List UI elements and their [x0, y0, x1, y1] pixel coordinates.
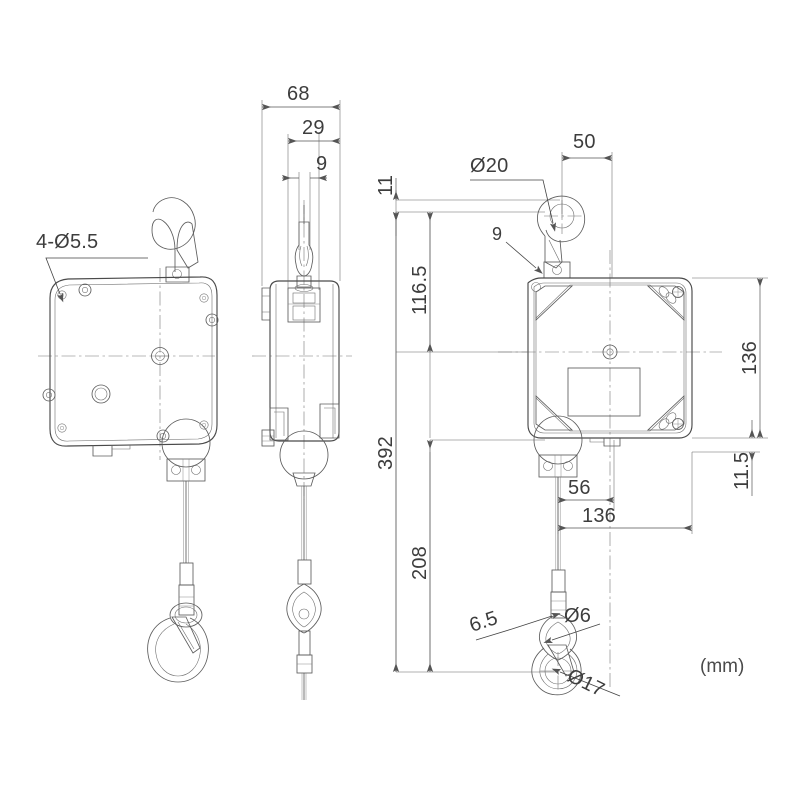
rear-view-rope-assembly — [531, 415, 583, 696]
dimension-hook-9: 9 — [492, 224, 543, 274]
dimension-width-50-label: 50 — [573, 131, 596, 153]
dimension-height-116p5: 116.5 — [409, 212, 434, 352]
dimension-height-136-label: 136 — [739, 341, 761, 375]
dimension-hook-dia-17-label: Ø17 — [564, 665, 608, 702]
dimension-height-208: 208 — [409, 440, 434, 672]
side-view-rope-assembly — [279, 430, 329, 700]
dimension-width-68: 68 — [262, 83, 340, 111]
dimension-hook-dia-20: Ø20 — [470, 155, 557, 232]
dimension-height-392-label: 392 — [375, 436, 397, 470]
rear-view-corner-bolt-br — [658, 412, 684, 430]
dimension-width-136: 136 — [557, 452, 693, 534]
dimension-height-11: 11 — [375, 175, 400, 236]
dimension-width-9-label: 9 — [316, 153, 327, 175]
dimension-rope-6p5-label: 6.5 — [467, 607, 501, 637]
front-view-top-hook — [151, 197, 199, 283]
dimension-height-11-label: 11 — [375, 175, 397, 196]
dimension-width-29: 29 — [288, 117, 340, 145]
dimension-holes-label: 4-Ø5.5 — [36, 231, 98, 253]
rear-view-corner-bolt-tr — [658, 286, 684, 304]
side-view-body — [261, 280, 340, 447]
dimension-width-68-label: 68 — [287, 83, 310, 105]
dimension-height-11p5-label: 11.5 — [731, 452, 753, 490]
rear-view-top-hook — [537, 195, 586, 279]
dimension-height-11p5: 11.5 — [692, 420, 760, 496]
front-view: 4-Ø5.5 — [36, 197, 219, 683]
dimension-width-50: 50 — [561, 131, 613, 278]
dimension-rope-dia-6-label: Ø6 — [564, 605, 591, 627]
dimension-width-9: 9 — [282, 153, 327, 182]
dimension-width-29-label: 29 — [302, 117, 325, 139]
dimension-height-392: 392 — [375, 212, 400, 672]
side-view-dimensions: 68 29 9 — [261, 83, 341, 290]
dimension-rope-dia-6: Ø6 — [543, 605, 601, 643]
side-view — [252, 200, 352, 700]
dimension-width-56-label: 56 — [568, 477, 591, 499]
dimension-height-136: 136 — [692, 277, 768, 439]
dimension-height-116p5-label: 116.5 — [409, 265, 431, 315]
dimension-height-208-label: 208 — [409, 546, 431, 580]
dimension-hook-dia-17: Ø17 — [551, 665, 621, 702]
unit-note: (mm) — [700, 656, 744, 677]
dimension-hook-dia-20-label: Ø20 — [470, 155, 508, 177]
dimension-hook-9-label: 9 — [492, 224, 502, 244]
front-view-body — [42, 276, 219, 457]
rear-view: 11 116.5 392 208 Ø20 9 — [375, 131, 768, 701]
dimension-width-56: 56 — [557, 440, 615, 510]
dimension-holes: 4-Ø5.5 — [36, 231, 148, 303]
dimension-width-136-label: 136 — [582, 505, 616, 527]
front-view-rope-assembly — [147, 418, 211, 683]
